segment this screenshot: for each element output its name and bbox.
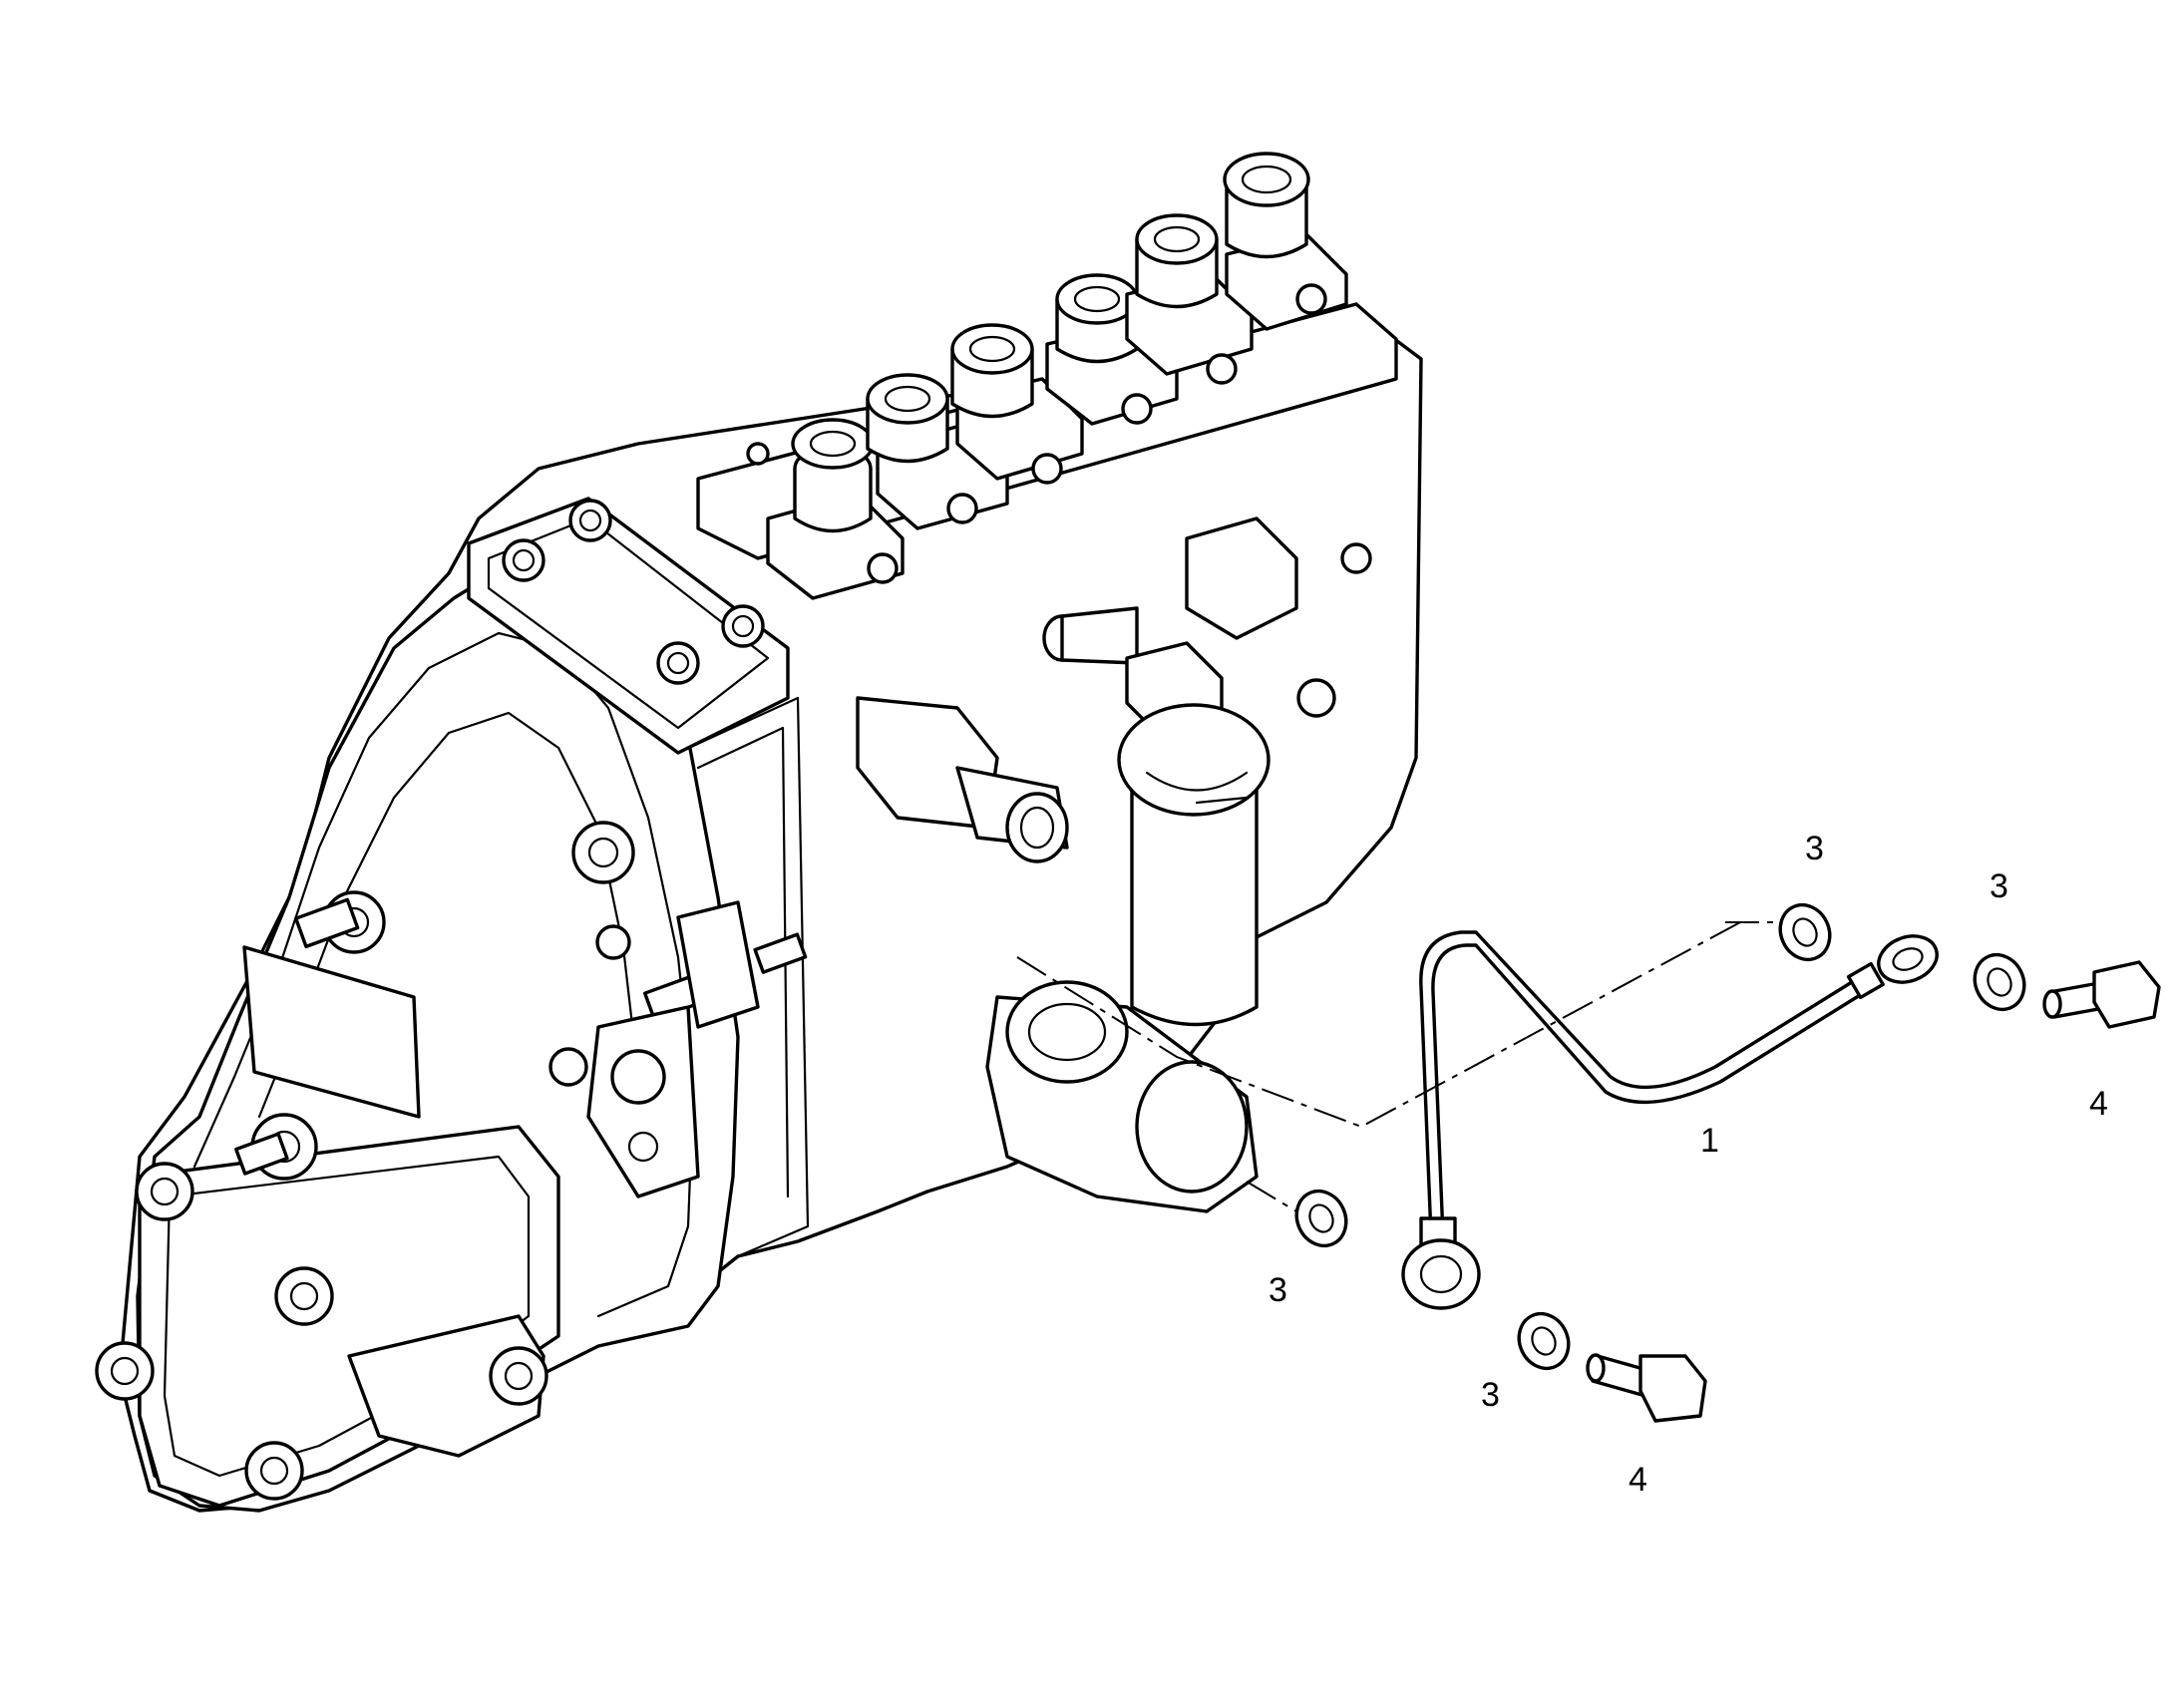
callout-banjo-bolt-a: 4	[2089, 1085, 2108, 1123]
callout-washer-a: 3	[1805, 830, 1824, 867]
fuel-filter	[1117, 703, 1271, 1027]
delivery-valve-holders	[696, 152, 1398, 600]
callout-labels: 1 3 3 3 3 4 4	[1269, 830, 2108, 1499]
sealing-washer-c	[1294, 1189, 1348, 1248]
callout-banjo-bolt-b: 4	[1629, 1461, 1647, 1499]
sealing-washer-d	[1517, 1311, 1571, 1371]
callout-washer-b: 3	[1990, 867, 2008, 905]
sealing-washer-b	[1973, 952, 2026, 1012]
sealing-washer-a	[1778, 902, 1832, 962]
fuel-pipe	[1401, 930, 1939, 1310]
banjo-bolt-b	[1586, 1353, 1707, 1423]
housing-bolts	[95, 499, 1372, 1501]
delivery-valve-4	[1045, 273, 1179, 426]
alignment-lines	[1016, 921, 1775, 1212]
pump-banjo-housing	[985, 980, 1259, 1213]
delivery-valve-1	[766, 418, 905, 600]
delivery-valve-6	[1223, 152, 1348, 331]
callout-washer-c: 3	[1269, 1271, 1287, 1309]
banjo-bolt-a	[2042, 960, 2161, 1029]
callout-pipe: 1	[1700, 1122, 1719, 1160]
governor-adjusting-screws	[234, 897, 808, 1176]
callout-washer-d: 3	[1481, 1376, 1500, 1414]
control-lever	[586, 900, 760, 1198]
delivery-valve-5	[1125, 213, 1254, 376]
